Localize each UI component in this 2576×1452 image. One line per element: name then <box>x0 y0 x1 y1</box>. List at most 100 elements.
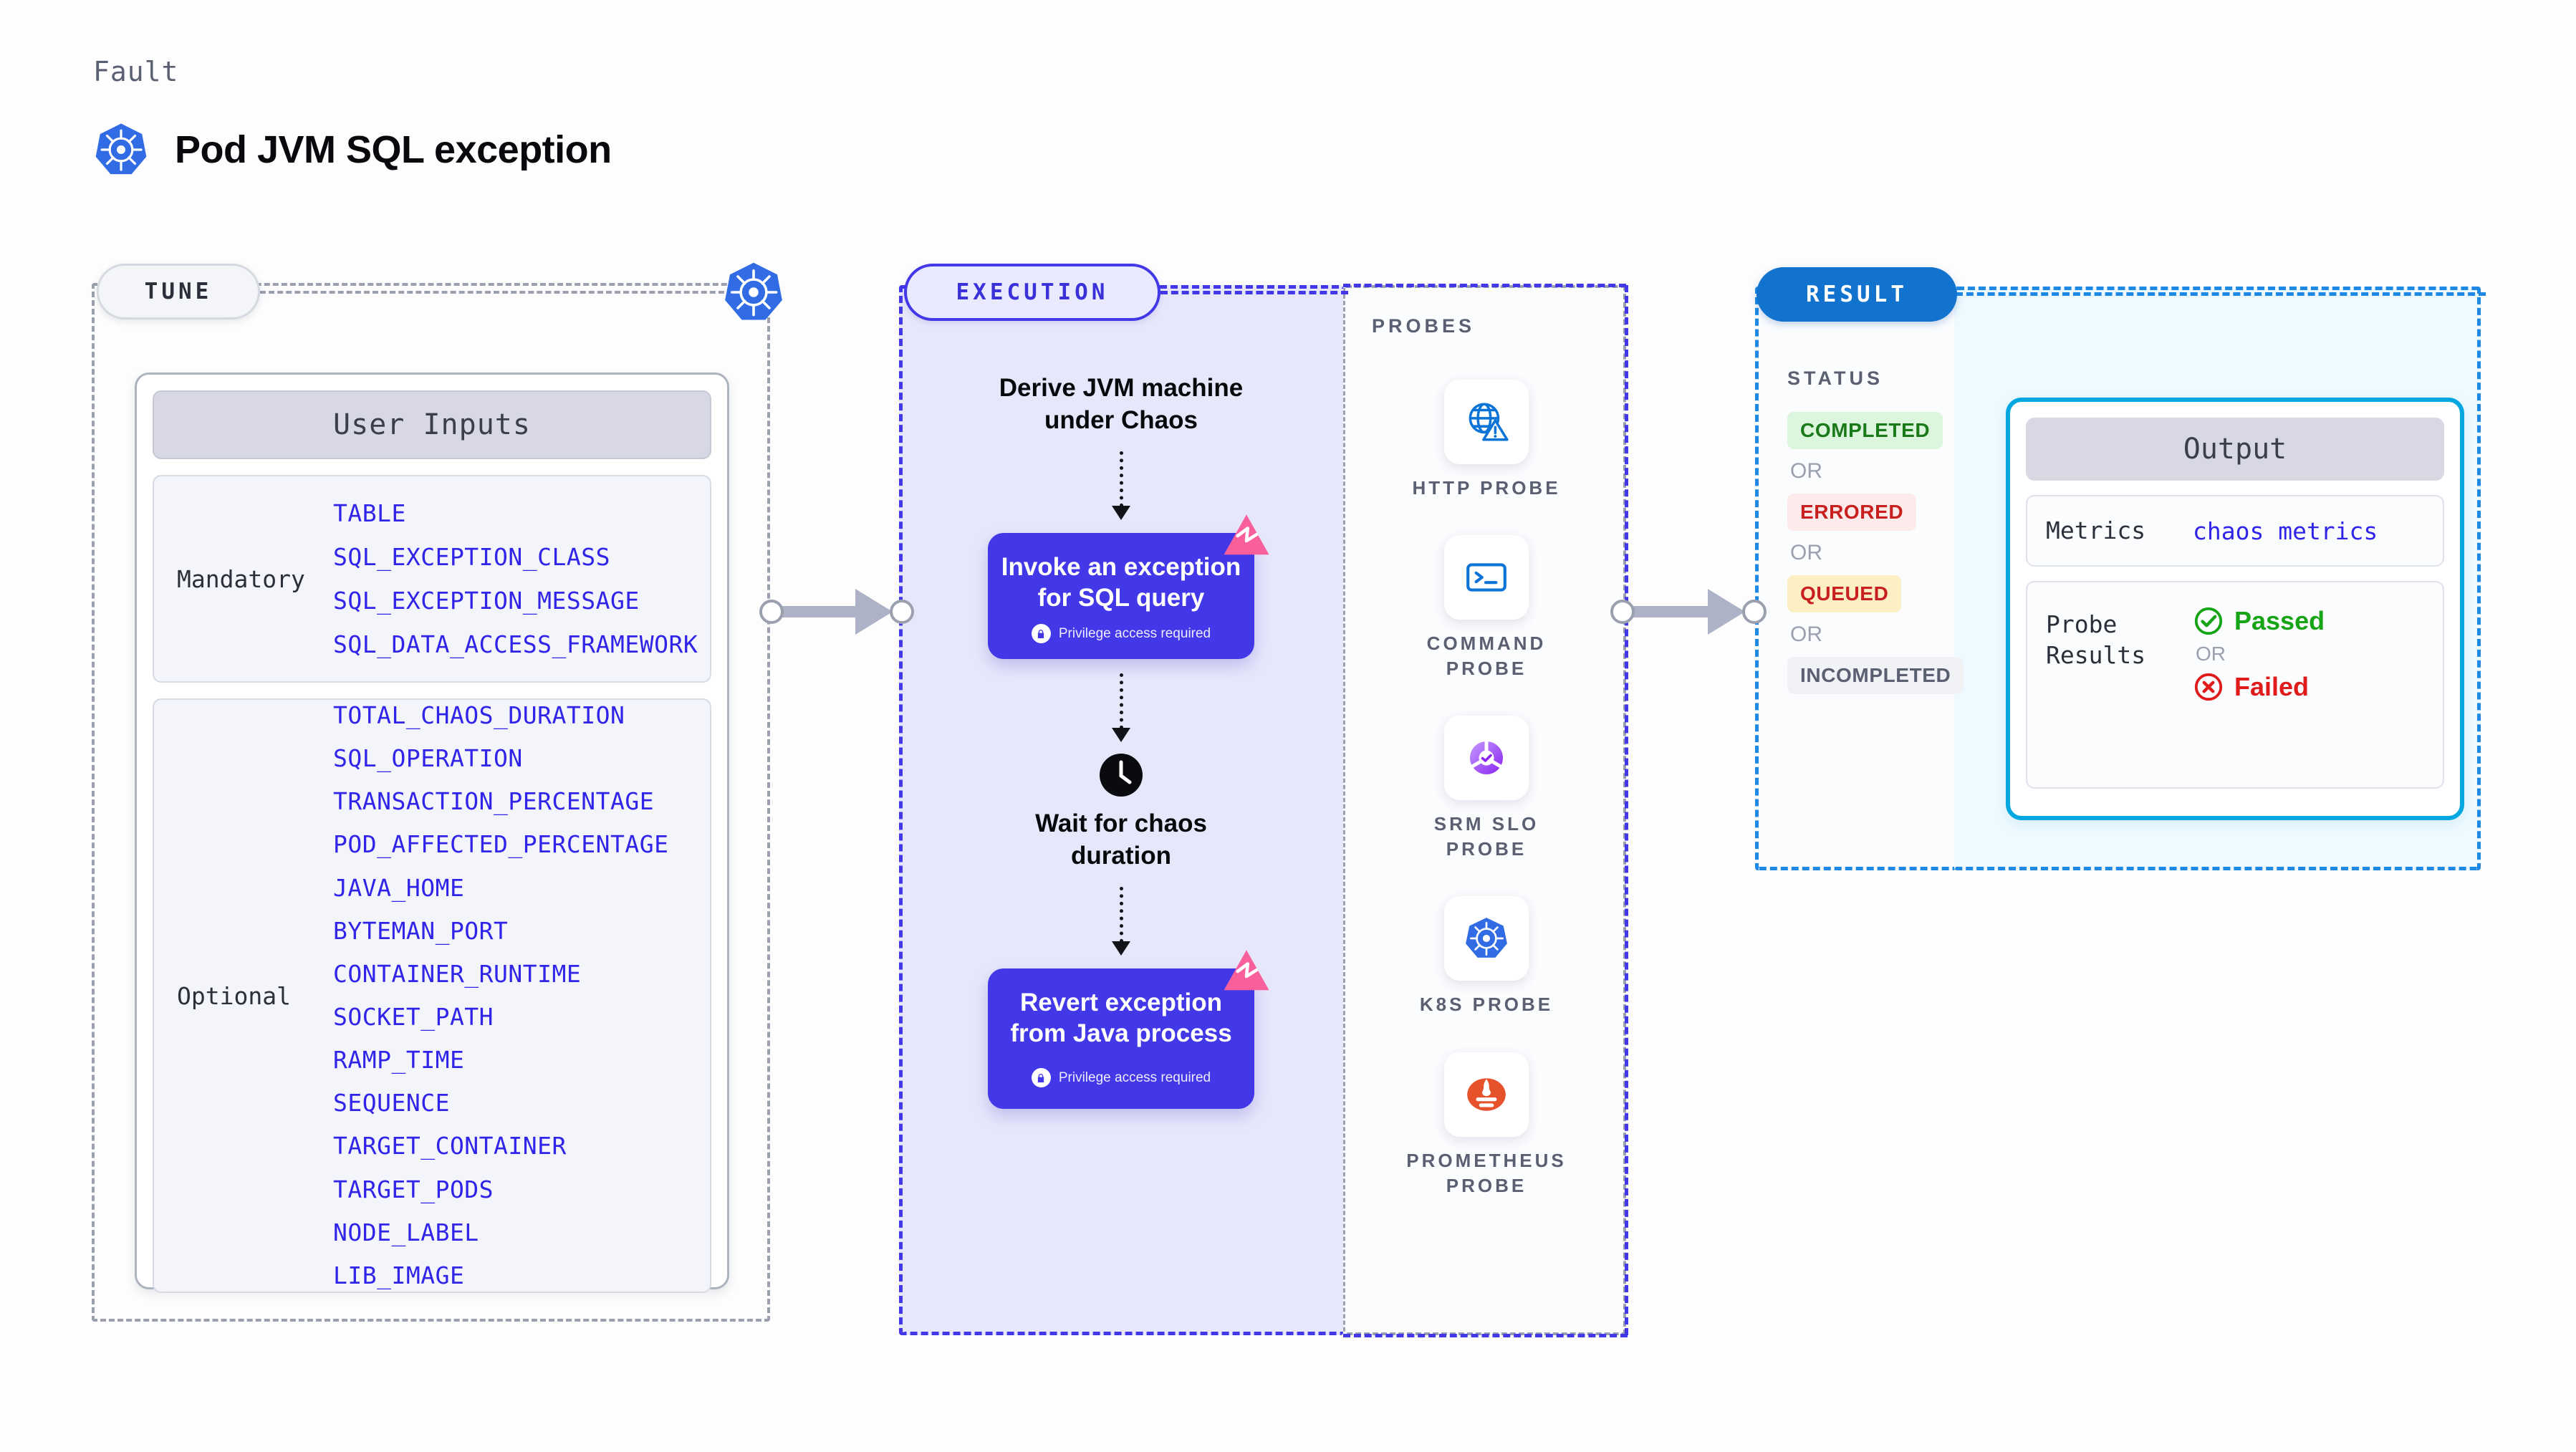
param-item[interactable]: TABLE <box>333 499 406 527</box>
status-badge: COMPLETED <box>1787 412 1943 449</box>
param-item[interactable]: TRANSACTION_PERCENTAGE <box>333 787 655 816</box>
invoke-exception-title: Invoke an exception for SQL query <box>1001 552 1241 612</box>
probe-result-or: OR <box>2196 643 2226 665</box>
probe-results-values: Passed OR Failed <box>2193 605 2325 703</box>
derive-jvm-step-label: Derive JVM machine under Chaos <box>999 374 1244 434</box>
clock-icon <box>1100 754 1143 797</box>
param-item[interactable]: SOCKET_PATH <box>333 1003 494 1031</box>
connector-dot <box>759 600 784 624</box>
output-card: Output Metrics chaos metrics Probe Resul… <box>2006 398 2464 820</box>
probe-tile <box>1444 1052 1529 1137</box>
flow-arrow <box>1112 673 1130 743</box>
page-title-row: Pod JVM SQL exception <box>93 120 612 179</box>
probe-item-command[interactable]: COMMAND PROBE <box>1379 535 1594 681</box>
flow-arrow <box>1112 886 1130 956</box>
probe-item-prometheus[interactable]: PROMETHEUS PROBE <box>1379 1052 1594 1198</box>
check-circle-icon <box>2194 607 2223 635</box>
param-item[interactable]: SQL_OPERATION <box>333 744 523 773</box>
page-title: Pod JVM SQL exception <box>175 128 612 171</box>
globe-warning-icon <box>1469 403 1509 441</box>
param-item[interactable]: TARGET_CONTAINER <box>333 1132 567 1160</box>
param-item[interactable]: POD_AFFECTED_PERCENTAGE <box>333 830 669 859</box>
litmus-logo-icon <box>1224 514 1269 554</box>
probe-label: K8S PROBE <box>1419 994 1554 1016</box>
probe-list: HTTP PROBE COMMAND PROBE <box>1361 380 1612 1198</box>
result-top-line <box>1956 292 2486 296</box>
connector-probes-to-result <box>1610 589 1767 635</box>
connector-tune-to-execution <box>759 589 914 635</box>
revert-exception-card[interactable]: Revert exception from Java process Privi… <box>988 949 1269 1110</box>
kubernetes-icon <box>95 123 147 175</box>
metrics-value[interactable]: chaos metrics <box>2193 516 2378 545</box>
probe-label: SRM SLO PROBE <box>1433 813 1539 860</box>
privilege-note: Privilege access required <box>1058 1069 1211 1085</box>
tune-connector-line <box>260 291 733 294</box>
tab-result[interactable]: RESULT <box>1756 267 1957 322</box>
tune-region <box>92 283 770 1322</box>
mandatory-group: Mandatory TABLE SQL_EXCEPTION_CLASS SQL_… <box>153 475 711 683</box>
status-badge: ERRORED <box>1787 494 1917 531</box>
tab-execution[interactable]: EXECUTION <box>904 264 1160 321</box>
kubernetes-icon <box>1466 918 1507 958</box>
param-item[interactable]: TARGET_PODS <box>333 1175 494 1203</box>
revert-exception-subtitle: Privilege access required <box>1001 1068 1241 1088</box>
param-item[interactable]: SQL_DATA_ACCESS_FRAMEWORK <box>333 630 698 659</box>
page-eyebrow: Fault <box>93 56 179 87</box>
param-item[interactable]: NODE_LABEL <box>333 1218 479 1246</box>
invoke-exception-subtitle: Privilege access required <box>1001 624 1241 644</box>
failed-label: Failed <box>2234 672 2310 701</box>
wait-chaos-label: Wait for chaos duration <box>1035 809 1207 870</box>
connector-bar <box>1632 606 1714 617</box>
probe-tile <box>1444 896 1529 981</box>
probe-results-row: Probe Results Passed OR Failed <box>2026 581 2444 789</box>
connector-dot <box>890 600 914 624</box>
status-badge: QUEUED <box>1787 575 1902 612</box>
probe-result-passed: Passed <box>2193 605 2325 637</box>
user-inputs-title: User Inputs <box>153 390 711 459</box>
param-item[interactable]: SQL_EXCEPTION_MESSAGE <box>333 587 640 615</box>
probe-item-k8s[interactable]: K8S PROBE <box>1379 896 1594 1017</box>
mandatory-param-list: TABLE SQL_EXCEPTION_CLASS SQL_EXCEPTION_… <box>333 495 703 663</box>
mandatory-label: Mandatory <box>177 564 305 593</box>
x-circle-icon <box>2194 673 2223 701</box>
probe-item-http[interactable]: HTTP PROBE <box>1379 380 1594 501</box>
param-item[interactable]: RAMP_TIME <box>333 1046 465 1074</box>
connector-bar <box>781 606 861 617</box>
srm-slo-icon <box>1470 739 1503 775</box>
param-item[interactable]: SQL_EXCEPTION_CLASS <box>333 542 610 571</box>
invoke-exception-card[interactable]: Invoke an exception for SQL query Privil… <box>988 514 1269 660</box>
probes-label: PROBES <box>1372 315 1476 337</box>
param-item[interactable]: TOTAL_CHAOS_DURATION <box>333 701 625 729</box>
param-item[interactable]: JAVA_HOME <box>333 873 465 902</box>
connector-arrowhead <box>1708 589 1745 635</box>
lock-icon <box>1031 624 1051 644</box>
optional-label: Optional <box>177 981 291 1010</box>
probe-label: HTTP PROBE <box>1412 477 1561 499</box>
kubernetes-icon <box>725 262 782 320</box>
tab-tune[interactable]: TUNE <box>97 264 260 319</box>
execution-top-line <box>1160 291 1348 294</box>
status-or: OR <box>1790 541 1822 564</box>
probe-item-srm-slo[interactable]: SRM SLO PROBE <box>1379 716 1594 862</box>
status-or: OR <box>1790 459 1822 483</box>
param-item[interactable]: SEQUENCE <box>333 1089 450 1117</box>
param-item[interactable]: CONTAINER_RUNTIME <box>333 959 582 988</box>
status-badge: INCOMPLETED <box>1787 657 1964 694</box>
optional-param-list: TOTAL_CHAOS_DURATION SQL_OPERATION TRANS… <box>333 698 703 1294</box>
lock-icon <box>1031 1068 1051 1088</box>
litmus-logo-icon <box>1224 949 1269 990</box>
execution-flow: Derive JVM machine under Chaos Invoke an… <box>917 372 1325 1110</box>
probe-tile <box>1444 380 1529 464</box>
flow-arrow <box>1112 451 1130 520</box>
optional-group: Optional TOTAL_CHAOS_DURATION SQL_OPERAT… <box>153 698 711 1293</box>
output-title: Output <box>2026 418 2444 481</box>
user-inputs-card: User Inputs Mandatory TABLE SQL_EXCEPTIO… <box>135 372 729 1293</box>
probes-top-border <box>1343 284 1626 287</box>
param-item[interactable]: BYTEMAN_PORT <box>333 916 509 945</box>
param-item[interactable]: LIB_IMAGE <box>333 1261 465 1289</box>
probe-label: PROMETHEUS PROBE <box>1406 1149 1567 1196</box>
revert-exception-title: Revert exception from Java process <box>1010 988 1232 1048</box>
terminal-icon <box>1466 563 1506 592</box>
status-label: STATUS <box>1787 367 1883 389</box>
